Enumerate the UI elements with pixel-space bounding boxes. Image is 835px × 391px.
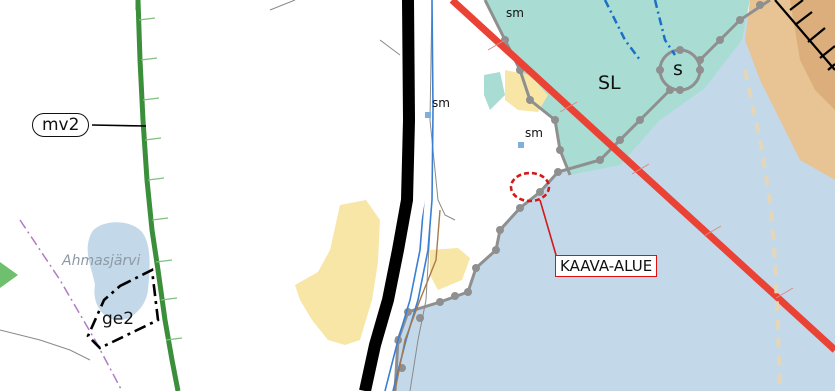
water-area xyxy=(395,0,835,391)
kaava-alue-circle xyxy=(509,171,551,203)
label-kaava-alue: KAAVA-ALUE xyxy=(555,255,658,277)
route-dashed-purple xyxy=(19,219,123,391)
label-sm-lower: sm xyxy=(525,126,543,140)
label-sm-top: sm xyxy=(506,6,524,20)
ge2-boundary xyxy=(86,268,160,350)
highway-line xyxy=(359,0,416,391)
label-ahmasjarvi: Ahmasjärvi xyxy=(62,253,141,269)
small-marker xyxy=(518,142,524,148)
green-route-line xyxy=(135,0,181,391)
boundary-dots xyxy=(394,1,764,372)
small-marker xyxy=(425,112,431,118)
lake-ahmasjarvi xyxy=(87,222,150,321)
protected-area-sl xyxy=(485,0,750,175)
label-sl: SL xyxy=(598,72,621,94)
label-sm-mid: sm xyxy=(432,96,450,110)
field-area xyxy=(295,200,380,345)
label-mv2: mv2 xyxy=(32,113,90,137)
label-ge2: ge2 xyxy=(102,309,135,329)
stream-line xyxy=(603,0,677,61)
label-s: s xyxy=(673,58,683,80)
power-line xyxy=(449,0,835,353)
